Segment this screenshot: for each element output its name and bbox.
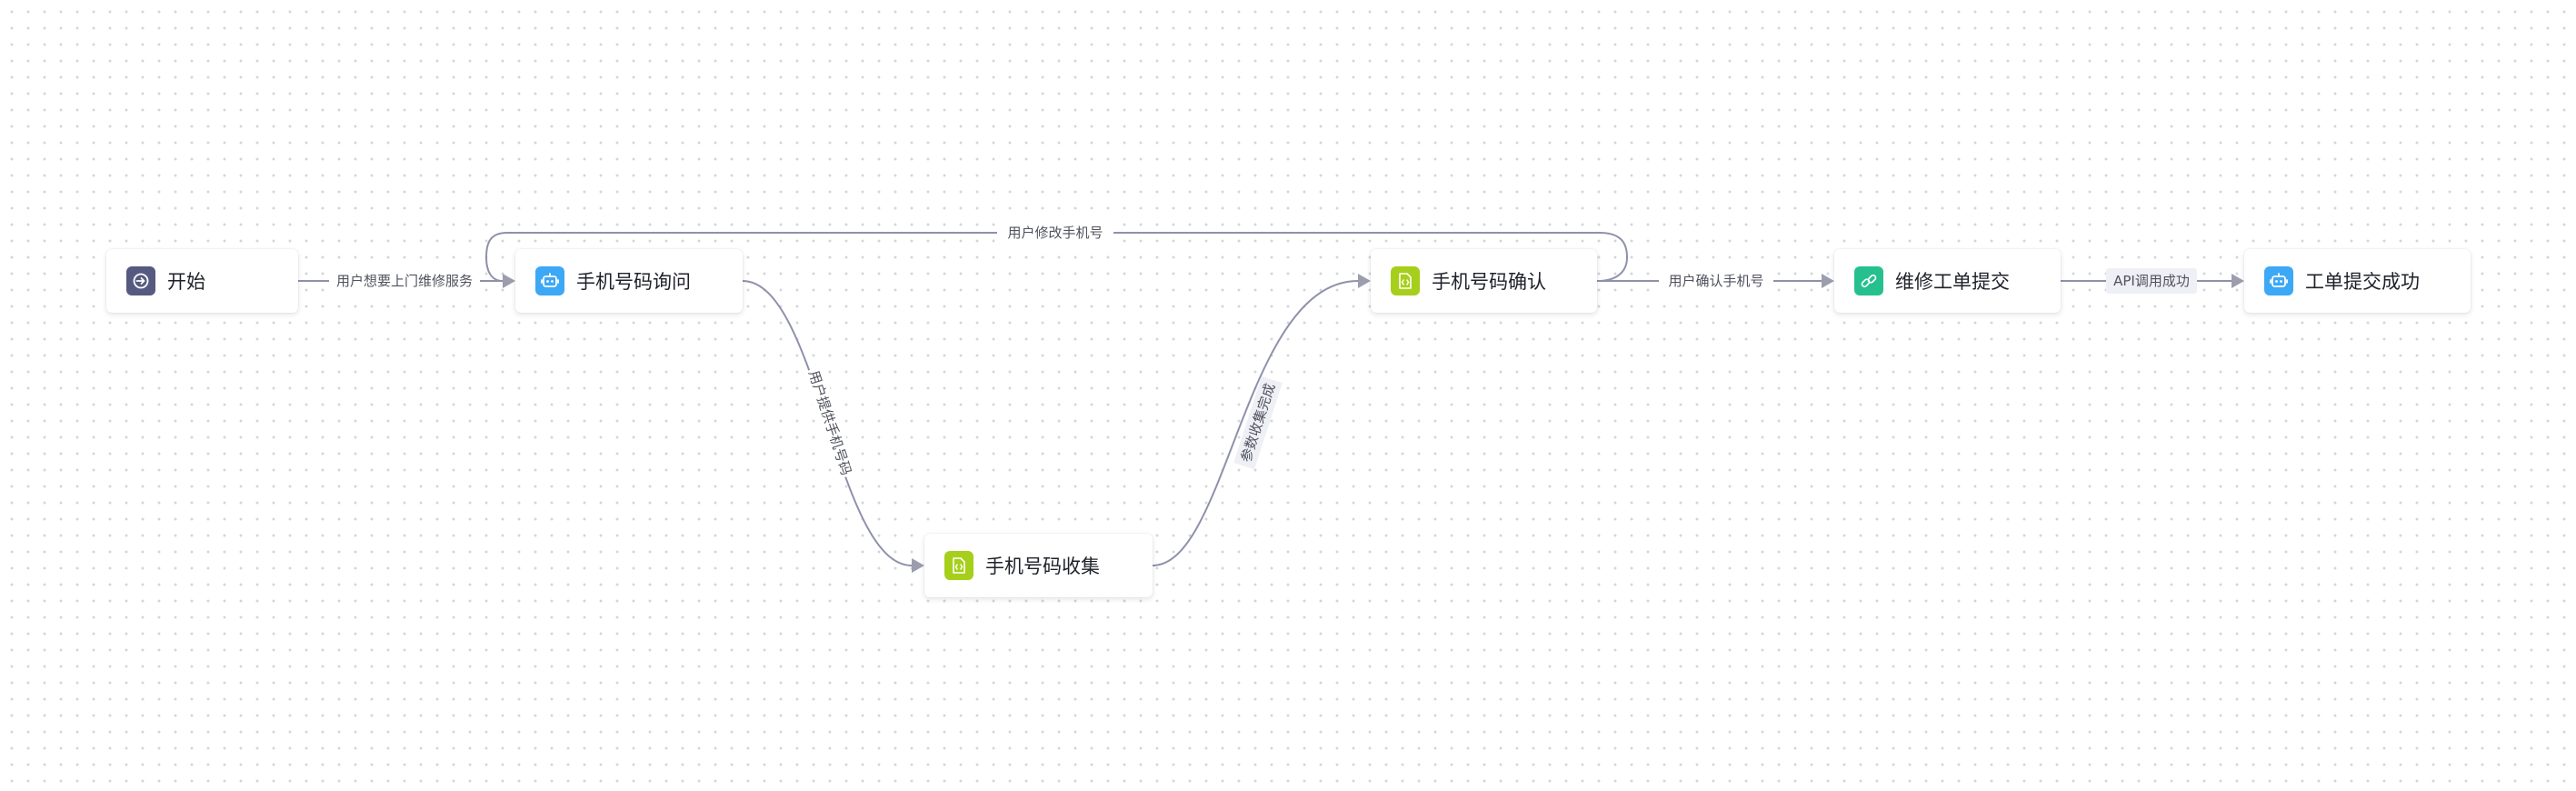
- enter-icon: [126, 266, 155, 295]
- node-title: 手机号码确认: [1432, 271, 1546, 293]
- node-confirm-phone[interactable]: 手机号码确认: [1371, 249, 1597, 313]
- link-icon: [1854, 266, 1883, 295]
- node-start[interactable]: 开始: [106, 249, 298, 313]
- edge-label-start-to-ask: 用户想要上门维修服务: [336, 273, 473, 289]
- arrow-head: [1822, 274, 1834, 288]
- node-submit-ticket[interactable]: 维修工单提交: [1834, 249, 2061, 313]
- edge-confirm-to-ask[interactable]: 用户修改手机号: [484, 221, 1629, 282]
- edge-ask-to-collect[interactable]: 用户提供手机号码: [742, 280, 924, 573]
- robot-icon: [2264, 266, 2293, 295]
- node-title: 工单提交成功: [2305, 271, 2420, 293]
- arrow-head: [503, 274, 515, 288]
- edge-submit-to-success[interactable]: API调用成功: [2061, 268, 2244, 294]
- node-collect-phone[interactable]: 手机号码收集: [924, 534, 1153, 597]
- edge-label-submit-to-success: API调用成功: [2113, 273, 2190, 289]
- edge-label-ask-to-collect: 用户提供手机号码: [805, 368, 854, 477]
- arrow-head: [2232, 274, 2244, 288]
- node-title: 维修工单提交: [1895, 271, 2010, 293]
- node-title: 开始: [167, 271, 205, 293]
- node-title: 手机号码询问: [576, 271, 691, 293]
- edge-label-confirm-to-ask: 用户修改手机号: [1007, 225, 1103, 241]
- code-file-icon: [1391, 266, 1420, 295]
- node-title: 手机号码收集: [985, 556, 1100, 577]
- edge-label-confirm-to-submit: 用户确认手机号: [1668, 273, 1763, 289]
- node-ask-phone[interactable]: 手机号码询问: [515, 249, 743, 313]
- robot-icon: [535, 266, 564, 295]
- edge-confirm-to-submit[interactable]: 用户确认手机号: [1597, 270, 1834, 292]
- edge-start-to-ask[interactable]: 用户想要上门维修服务: [298, 270, 515, 292]
- node-submit-success[interactable]: 工单提交成功: [2244, 249, 2471, 313]
- code-file-icon: [944, 551, 973, 580]
- edge-collect-to-confirm[interactable]: 参数收集完成: [1152, 274, 1371, 566]
- arrow-head: [912, 558, 924, 573]
- arrow-head: [1358, 274, 1371, 288]
